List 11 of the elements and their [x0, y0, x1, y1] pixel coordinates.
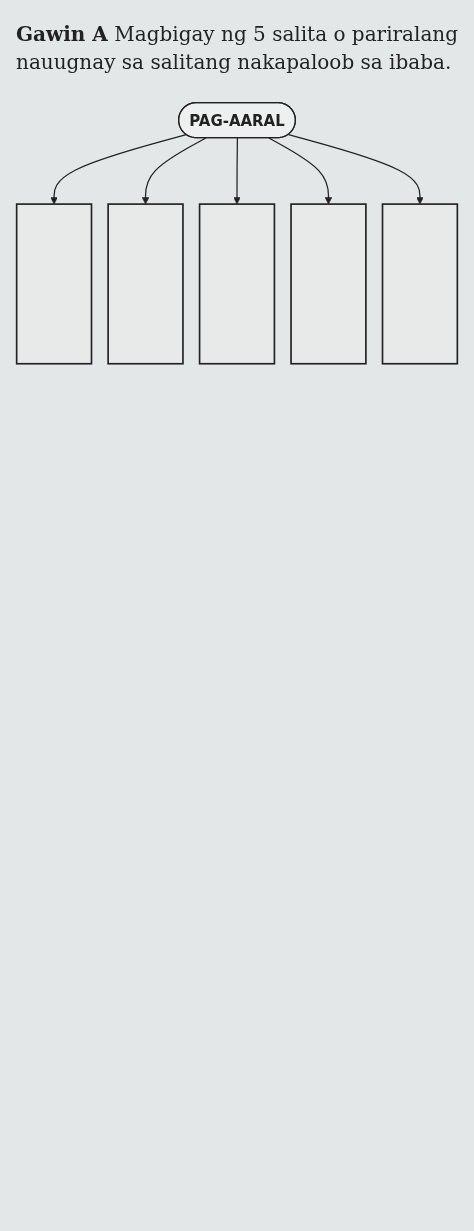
arrow — [287, 134, 424, 205]
arrow — [233, 137, 241, 205]
arrow — [268, 137, 333, 205]
node-box — [290, 203, 367, 365]
node-box — [198, 203, 276, 365]
arrow — [141, 137, 207, 205]
node-box — [381, 203, 459, 365]
arrow — [50, 134, 187, 205]
node-box — [107, 203, 184, 365]
instruction-text: Gawin A Magbigay ng 5 salita o pariralang nauugnay sa salitang nakapaloob sa ibaba. — [16, 21, 458, 76]
node-box — [15, 203, 93, 365]
